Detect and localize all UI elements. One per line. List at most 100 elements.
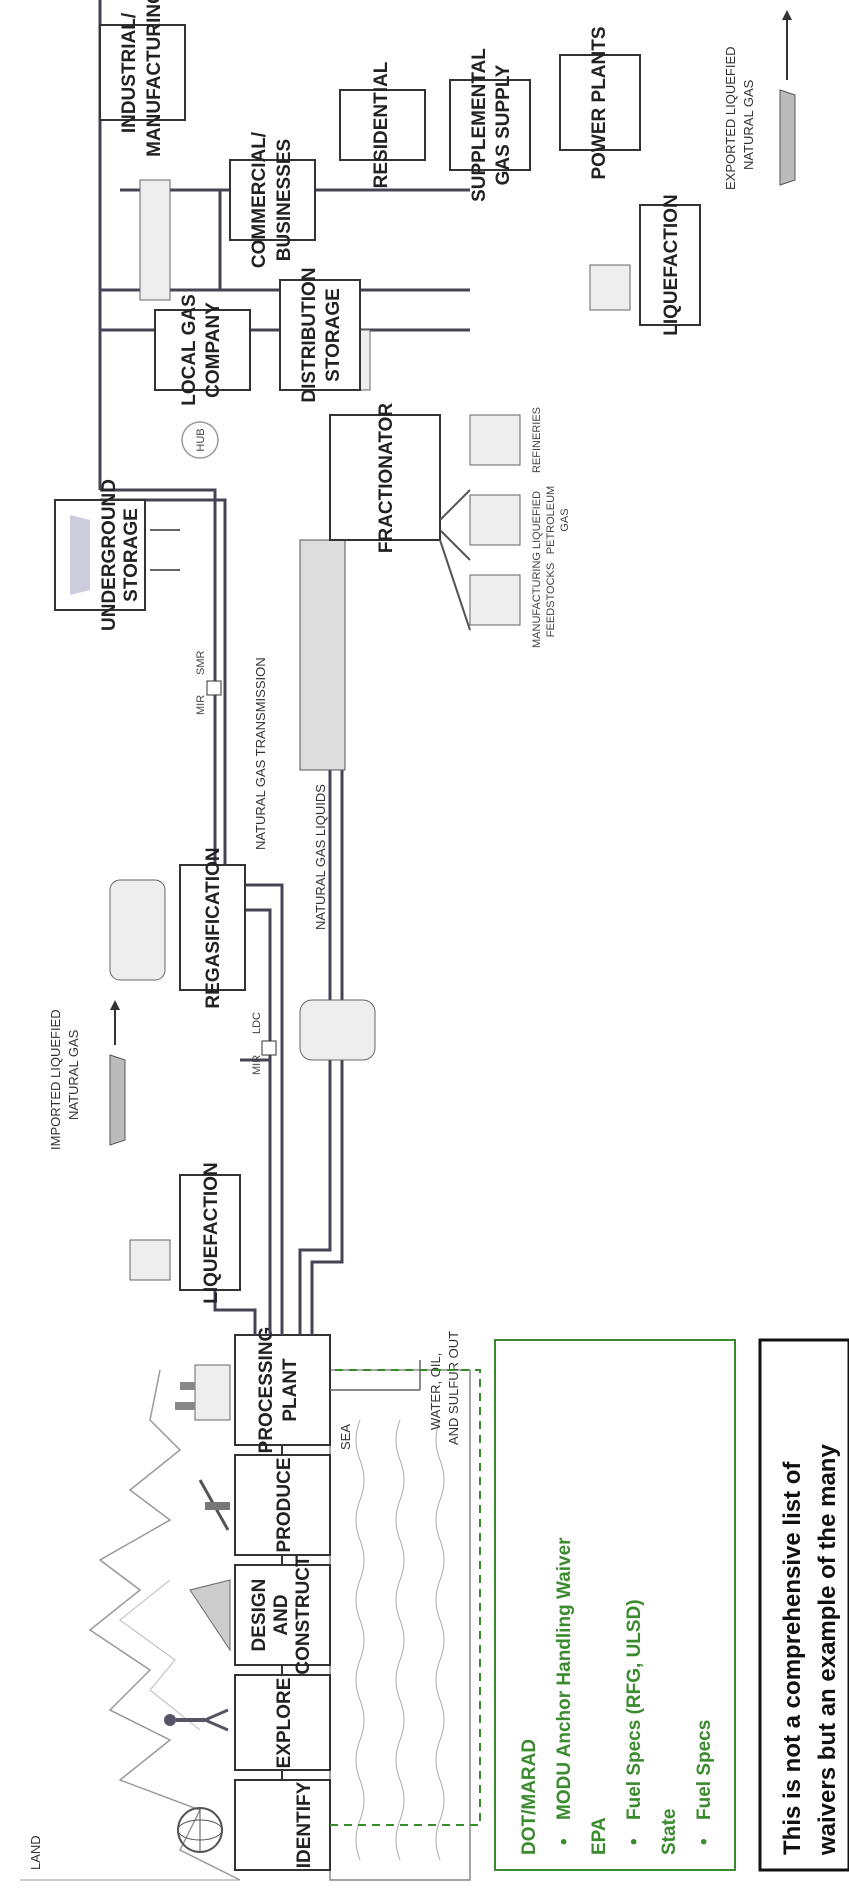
- waiver-item-fuel-specs-state: Fuel Specs: [694, 1720, 715, 1820]
- feedstocks-icon: [469, 574, 521, 626]
- imported-lng-label-2: NATURAL GAS: [66, 1029, 81, 1120]
- waiver-bullet-2: •: [624, 1838, 645, 1845]
- commercial-label-1: COMMERCIAL/: [249, 131, 270, 268]
- meter-icon-2: [206, 680, 222, 696]
- fractionator-label: FRACTIONATOR: [376, 403, 397, 554]
- lpg-label-3: GAS: [559, 508, 571, 531]
- export-ship-icon: [779, 89, 796, 186]
- processing-label-1: PROCESSING: [256, 1327, 277, 1454]
- waiver-item-modu: MODU Anchor Handling Waiver: [554, 1537, 575, 1820]
- ngl-product-refineries: REFINERIES: [469, 407, 543, 473]
- residential-label: RESIDENTIAL: [371, 61, 392, 188]
- surveyor-icon: [164, 1708, 229, 1732]
- lgc-label-2: COMPANY: [203, 302, 224, 398]
- regasification: REGASIFICATION: [109, 847, 246, 1009]
- produce-box: PRODUCE: [198, 1454, 331, 1556]
- output-label-1: WATER, OIL,: [428, 1353, 443, 1430]
- lng-ship-icon: [109, 1054, 126, 1146]
- design-construct-box: DESIGN AND CONSTRUCT: [189, 1555, 331, 1675]
- note-line-1: This is not a comprehensive list of: [779, 1461, 806, 1855]
- liquefaction-export-label: LIQUEFACTION: [661, 194, 682, 335]
- upstream-row: IDENTIFY EXPLORE DESIGN AND CONSTRUCT: [164, 1327, 331, 1871]
- imported-lng: IMPORTED LIQUEFIED NATURAL GAS: [48, 1000, 126, 1150]
- feedstocks-label-2: FEEDSTOCKS: [545, 563, 557, 637]
- liquefaction-export: LIQUEFACTION: [589, 194, 701, 336]
- end-user-power-plants: POWER PLANTS: [559, 26, 641, 180]
- explore-box: EXPLORE: [164, 1674, 331, 1771]
- end-user-industrial: INDUSTRIAL/ MANUFACTURING: [99, 0, 186, 157]
- liquefaction-plant-icon: [129, 1239, 171, 1281]
- refineries-icon: [469, 414, 521, 466]
- meter-icon: [261, 1040, 277, 1056]
- fractionator-column: [299, 539, 346, 771]
- waiver-bullet-1: •: [554, 1838, 575, 1845]
- end-user-residential: RESIDENTIAL: [339, 61, 426, 188]
- supplemental-label-2: GAS SUPPLY: [493, 64, 514, 185]
- meter-tag-4: SMR: [195, 651, 207, 676]
- regasification-label: REGASIFICATION: [203, 847, 224, 1008]
- note-line-2: waivers but an example of the many: [814, 1444, 841, 1856]
- liquids-label: NATURAL GAS LIQUIDS: [313, 784, 328, 930]
- output-label-2: AND SULFUR OUT: [446, 1331, 461, 1445]
- end-user-supplemental: SUPPLEMENTAL GAS SUPPLY: [449, 48, 531, 202]
- column-icon: [299, 539, 346, 771]
- land-label: LAND: [28, 1835, 43, 1870]
- arrow-right-icon: [782, 10, 792, 20]
- sea-label: SEA: [338, 1424, 353, 1450]
- pumpjack-icon: [198, 1479, 230, 1531]
- lpg-label-2: PETROLEUM: [545, 486, 557, 554]
- meters: MIR LDC MIR SMR: [195, 651, 277, 1075]
- dist-label-2: STORAGE: [323, 288, 344, 382]
- waiver-connector: [330, 1369, 481, 1826]
- processing-label-2: PLANT: [280, 1358, 301, 1422]
- refineries-label: REFINERIES: [531, 407, 543, 473]
- meter-tag-1: MIR: [251, 1055, 263, 1075]
- meter-tag-3: MIR: [195, 695, 207, 715]
- export-plant-icon: [589, 264, 631, 311]
- liquefaction-import: LIQUEFACTION: [129, 1162, 241, 1304]
- sea-zone: SEA: [329, 1369, 471, 1881]
- end-user-commercial: COMMERCIAL/ BUSINESSES: [229, 131, 316, 268]
- exported-lng-label-1: EXPORTED LIQUEFIED: [723, 46, 738, 190]
- waiver-bullet-3: •: [694, 1838, 715, 1845]
- produce-label: PRODUCE: [274, 1457, 295, 1552]
- imported-lng-label-1: IMPORTED LIQUEFIED: [48, 1009, 63, 1150]
- lgc-label-1: LOCAL GAS: [179, 294, 200, 406]
- ngl-product-feedstocks: MANUFACTURING FEEDSTOCKS: [469, 552, 557, 648]
- lgc-building-icon: [139, 179, 171, 301]
- ngl-product-lpg: LIQUEFIED PETROLEUM GAS: [469, 486, 571, 554]
- design-label-2: AND: [271, 1594, 292, 1635]
- industrial-label-1: INDUSTRIAL/: [119, 12, 140, 133]
- liquefaction-import-label: LIQUEFACTION: [201, 1162, 222, 1303]
- lpg-label-1: LIQUEFIED: [531, 491, 543, 549]
- note-box: This is not a comprehensive list of waiv…: [758, 1338, 849, 1872]
- ngl-products: [439, 489, 471, 631]
- storage-dome-icon: [70, 515, 90, 595]
- underground-label-1: UNDERGROUND: [99, 479, 120, 631]
- design-label-1: DESIGN: [249, 1579, 270, 1652]
- transmission-label: NATURAL GAS TRANSMISSION: [253, 657, 268, 850]
- local-gas-company: LOCAL GAS COMPANY: [139, 179, 251, 406]
- power-label: POWER PLANTS: [589, 26, 610, 179]
- distribution-storage: DISTRIBUTION STORAGE: [279, 267, 361, 403]
- waivers-box: DOT/MARAD • MODU Anchor Handling Waiver …: [494, 1339, 736, 1871]
- underground-storage: UNDERGROUND STORAGE: [54, 479, 180, 631]
- identify-box: IDENTIFY: [177, 1779, 331, 1871]
- tanks-icon: [109, 879, 166, 981]
- waiver-heading-state: State: [659, 1809, 680, 1855]
- feedstocks-label-1: MANUFACTURING: [531, 552, 543, 648]
- underground-label-2: STORAGE: [121, 508, 142, 602]
- exported-lng: EXPORTED LIQUEFIED NATURAL GAS: [723, 10, 796, 190]
- waiver-heading-epa: EPA: [589, 1817, 610, 1855]
- processing-output: WATER, OIL, AND SULFUR OUT: [330, 1331, 461, 1445]
- land-zone: LAND: [20, 1369, 241, 1881]
- plant-icon: [175, 1364, 231, 1421]
- identify-label: IDENTIFY: [294, 1781, 315, 1868]
- dist-label-1: DISTRIBUTION: [299, 267, 320, 402]
- waiver-heading-dot: DOT/MARAD: [519, 1739, 540, 1855]
- hub: HUB: [181, 421, 219, 459]
- explore-label: EXPLORE: [274, 1678, 295, 1769]
- rig-icon: [189, 1579, 231, 1652]
- end-users: INDUSTRIAL/ MANUFACTURING COMMERCIAL/ BU…: [99, 0, 641, 268]
